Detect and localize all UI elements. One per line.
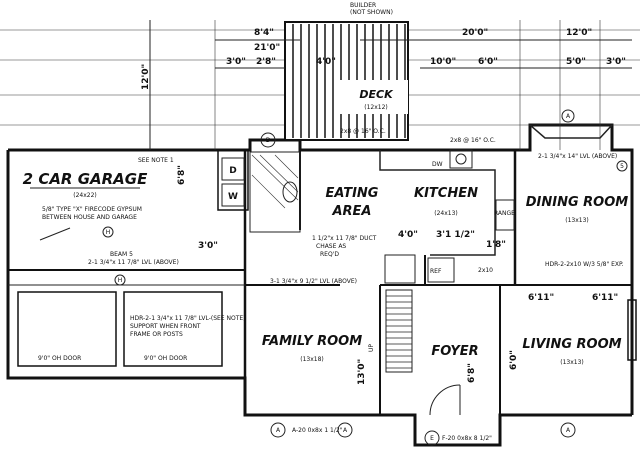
dim-6-8-left: 6'8" [177,165,187,185]
dim-12-0: 12'0" [566,28,592,38]
ref-label: REF [430,268,442,275]
see-note-1: SEE NOTE 1 [138,157,174,164]
dim-10-0: 10'0" [430,57,456,67]
garage-hdr-2: SUPPORT WHEN FRONT [130,323,201,330]
deck-size: (12x12) [364,104,388,111]
pantry-label: 2x10 [478,267,493,274]
stair-treads [386,295,412,369]
dim-2-8: 2'8" [256,57,276,67]
dim-12-0-left: 12'0" [141,64,151,90]
dining-size: (13x13) [565,217,589,224]
laundry-bath: D W D [217,132,301,233]
firecode-line-1: 5/8" TYPE "X" FIRECODE GYPSUM [42,206,142,213]
bottom-window-a: A-20 0x8x 1 1/2" [292,427,343,434]
eating-area: EATING AREA 1 1/2"x 11 7/8" DUCT CHASE A… [270,186,379,285]
dim-5-0: 5'0" [566,57,586,67]
dim-4-0: 4'0" [316,57,336,67]
marker-a-dining: A [566,113,571,120]
door-left-label: 9'0" OH DOOR [38,355,81,362]
dim-3-0-a: 3'0" [226,57,246,67]
builder-line-2: (NOT SHOWN) [350,9,393,16]
duct-note-1: 1 1/2"x 11 7/8" DUCT [312,235,377,242]
beam-line-1: BEAM 5 [110,251,133,258]
garage-title: 2 CAR GARAGE [23,170,148,188]
range-label: RANGE [494,210,515,217]
firecode-line-2: BETWEEN HOUSE AND GARAGE [42,214,137,221]
stair: UP [368,289,413,373]
dim-3-0-b: 3'0" [606,57,626,67]
kitchen: DW KITCHEN (24x13) RANGE REF 2x10 4'0" 3… [379,137,515,284]
garage-hdr-3: FRAME OR POSTS [130,331,183,338]
builder-line-1: BUILDER [350,2,376,9]
beam-line-2: 2-1 3/4"x 11 7/8" LVL (ABOVE) [88,259,179,266]
living-room: 6'11" 6'11" LIVING ROOM (13x13) 6'0" [509,293,637,370]
duct-note-3: REQ'D [320,251,339,258]
marker-a-living: A [566,427,571,434]
dim-family-13: 13'0" [357,359,367,385]
dw-label: DW [432,161,443,168]
deck: DECK (12x12) 2x8 @ 16" O.C. [284,21,409,141]
marker-f: E [430,435,434,442]
stair-up-label: UP [368,344,375,352]
family-room: FAMILY ROOM (13x18) 13'0" [262,334,367,385]
garage-size: (24x22) [73,192,97,199]
dim-kitchen-3: 3'1 1/2" [436,230,475,240]
marker-a-right: A [343,427,348,434]
garage-marker-h: H [106,229,111,236]
marker-5: 5 [620,163,624,170]
dim-kitchen-4: 4'0" [398,230,418,240]
garage: 2 CAR GARAGE (24x22) SEE NOTE 1 5/8" TYP… [8,157,246,367]
door-right-label: 9'0" OH DOOR [144,355,187,362]
living-label: LIVING ROOM [522,337,621,352]
deck-label: DECK [359,88,394,101]
deck-joists-note: 2x8 @ 16" O.C. [340,128,386,135]
family-beam-note: 3-1 3/4"x 9 1/2" LVL (ABOVE) [270,278,357,285]
dim-3-0-left: 3'0" [198,241,218,251]
foyer: FOYER 6'8" [429,344,479,416]
dining-hdr-note: 2-1 3/4"x 14" LVL (ABOVE) [538,153,617,160]
dim-kitchen-1-8: 1'8" [486,240,506,250]
washer-label: W [228,192,238,202]
dim-living-6: 6'0" [509,350,519,370]
family-label: FAMILY ROOM [262,334,362,349]
garage-marker-h2: H [118,277,123,284]
living-size: (13x13) [560,359,584,366]
garage-door-left [17,291,117,367]
kitchen-window-note: 2x8 @ 16" O.C. [450,137,496,144]
dining-label: DINING ROOM [526,195,629,210]
dim-living-2: 6'11" [592,293,618,303]
dryer-label: D [229,166,236,176]
living-hdr-note: HDR-2-2x10 W/3 5/8" EXP. [545,261,624,268]
marker-a-left: A [276,427,281,434]
dim-21-0: 21'0" [254,43,280,53]
dim-20-0: 20'0" [462,28,488,38]
duct-note-2: CHASE AS [316,243,346,250]
bottom-callouts: A A-20 0x8x 1 1/2" A E F-20 0x8x 8 1/2" … [270,422,576,446]
family-size: (13x18) [300,356,324,363]
dim-6-0-top: 6'0" [478,57,498,67]
builder-note: BUILDER (NOT SHOWN) [350,2,393,16]
bottom-window-b: F-20 0x8x 8 1/2" [442,435,492,442]
dim-living-1: 6'11" [528,293,554,303]
marker-d-top: D [266,137,271,144]
eating-label-1: EATING [326,186,379,201]
kitchen-label: KITCHEN [414,186,478,201]
foyer-label: FOYER [431,344,478,359]
exterior-walls [6,123,634,447]
garage-hdr-1: HDR-2-1 3/4"x 11 7/8" LVL-(SEE NOTE) [130,315,246,322]
dim-foyer: 6'8" [467,363,477,383]
eating-label-2: AREA [331,204,371,219]
dim-8-4: 8'4" [254,28,274,38]
kitchen-size: (24x13) [434,210,458,217]
top-dimension-lines: 8'4" 21'0" 20'0" 12'0" 3'0" 2'8" 4'0" 10… [215,28,632,69]
garage-door-right [123,291,223,367]
left-dimension-lines: 12'0" 6'8" 3'0" [141,20,218,251]
dining-room: A 2-1 3/4"x 14" LVL (ABOVE) 5 DINING ROO… [526,109,629,268]
